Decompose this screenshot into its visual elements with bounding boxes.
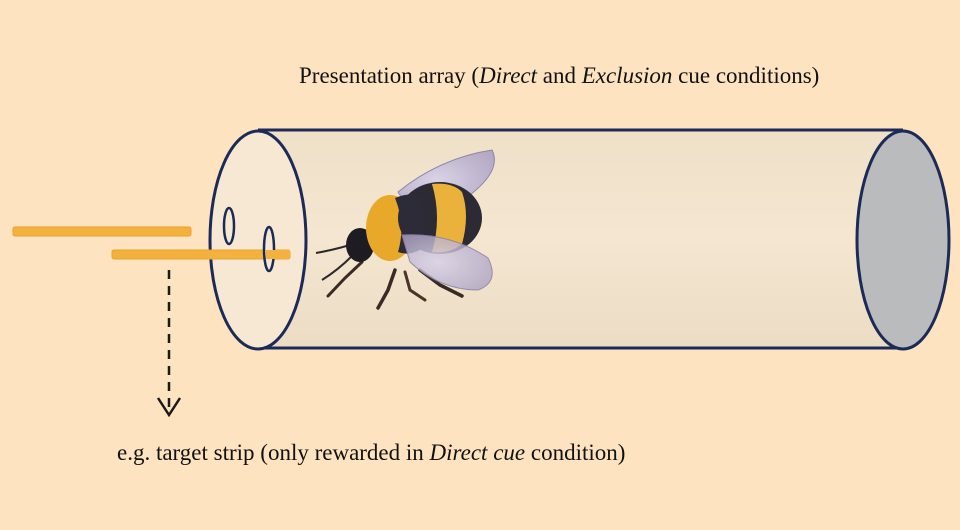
- feeding-strips: [12, 226, 291, 260]
- caption-top-suffix: cue conditions): [672, 63, 820, 88]
- bee-leg-2: [376, 268, 397, 310]
- caption-bottom-direct-cue: Direct cue: [429, 440, 526, 465]
- caption-top-direct: Direct: [479, 63, 537, 88]
- bee-leg-1: [326, 260, 364, 298]
- caption-top-prefix: Presentation array (: [299, 63, 480, 88]
- caption-bottom-prefix: e.g. target strip (only rewarded in: [117, 440, 430, 465]
- bee-wing-lower: [401, 234, 493, 291]
- bee-leg-4: [403, 270, 427, 302]
- presentation-array-caption: Presentation array (Direct and Exclusion…: [299, 64, 819, 87]
- target-strip-caption: e.g. target strip (only rewarded in Dire…: [117, 441, 625, 464]
- upper-slot: [222, 206, 236, 246]
- tube-near-end: [208, 129, 308, 351]
- caption-top-mid: and: [537, 63, 582, 88]
- presentation-tube: [208, 128, 951, 351]
- bumblebee-icon: [315, 149, 495, 310]
- tube-far-end: [855, 129, 951, 351]
- strip-slots: [222, 206, 290, 273]
- bee-abdomen-band: [432, 183, 466, 253]
- arrow-head: [156, 397, 182, 418]
- dashed-down-arrow-icon: [156, 270, 182, 418]
- lower-slot: [262, 225, 276, 273]
- upper-strip: [12, 226, 192, 237]
- bee-antenna-lower: [321, 255, 353, 281]
- caption-top-exclusion: Exclusion: [581, 63, 673, 88]
- strip-in-slot: [266, 250, 290, 259]
- caption-bottom-suffix: condition): [525, 440, 626, 465]
